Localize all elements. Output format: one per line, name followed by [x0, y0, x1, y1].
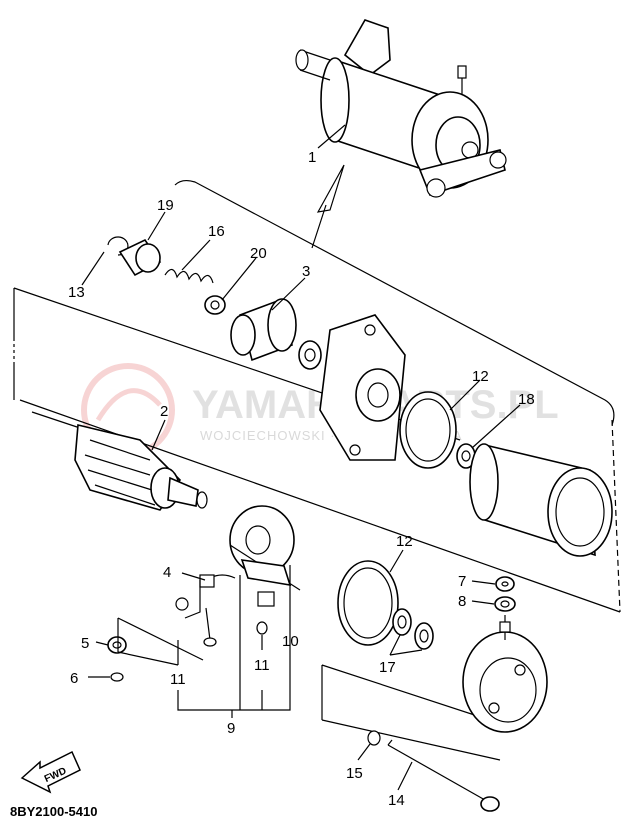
front-cover-bracket [319, 314, 406, 461]
brush-plate [229, 505, 301, 591]
callout-10: 10 [282, 633, 299, 650]
callout-1: 1 [308, 149, 316, 166]
nut-5 [107, 636, 127, 654]
o-ring-15 [367, 730, 381, 746]
callout-13: 13 [68, 284, 85, 301]
callout-9: 9 [227, 720, 235, 737]
callout-20: 20 [250, 245, 267, 262]
rear-cover [321, 615, 548, 761]
callout-11-right: 11 [254, 657, 270, 674]
callout-3: 3 [302, 263, 310, 280]
washer-6 [110, 672, 124, 682]
bushing-8 [494, 596, 516, 612]
assembly-brace [174, 179, 615, 426]
thrust-washer [298, 340, 322, 370]
armature [31, 411, 208, 511]
leader-lines [81, 124, 521, 791]
washer-small [204, 295, 226, 315]
callout-12-upper: 12 [472, 368, 489, 385]
callout-11-left: 11 [170, 671, 186, 688]
nut-7 [495, 576, 515, 592]
callout-7: 7 [458, 573, 466, 590]
brush-clip-right [256, 621, 268, 635]
callout-5: 5 [81, 635, 89, 652]
callout-12-lower: 12 [396, 533, 413, 550]
callout-8: 8 [458, 593, 466, 610]
washers-17 [392, 608, 434, 650]
callout-2: 2 [160, 403, 168, 420]
starter-motor-assembly [295, 19, 507, 198]
callout-16: 16 [208, 223, 225, 240]
callout-4: 4 [163, 564, 171, 581]
yoke-housing [469, 443, 613, 557]
callout-15: 15 [346, 765, 363, 782]
callout-6: 6 [70, 670, 78, 687]
callout-17: 17 [379, 659, 396, 676]
collar [118, 238, 162, 277]
through-bolt [387, 739, 500, 812]
fwd-arrow: FWD [20, 750, 81, 794]
brush-screw-left [175, 597, 217, 647]
callout-14: 14 [388, 792, 405, 809]
diagram-code: 8BY2100-5410 [10, 804, 97, 819]
callout-18: 18 [518, 391, 535, 408]
spring [164, 268, 214, 284]
brush-holder [199, 559, 292, 607]
o-ring-lower [337, 560, 399, 646]
starter-clutch [230, 298, 297, 362]
callouts: 1 19 16 20 3 13 2 12 18 12 4 7 8 5 10 17… [68, 149, 535, 809]
o-ring-upper [399, 391, 457, 469]
callout-19: 19 [157, 197, 174, 214]
